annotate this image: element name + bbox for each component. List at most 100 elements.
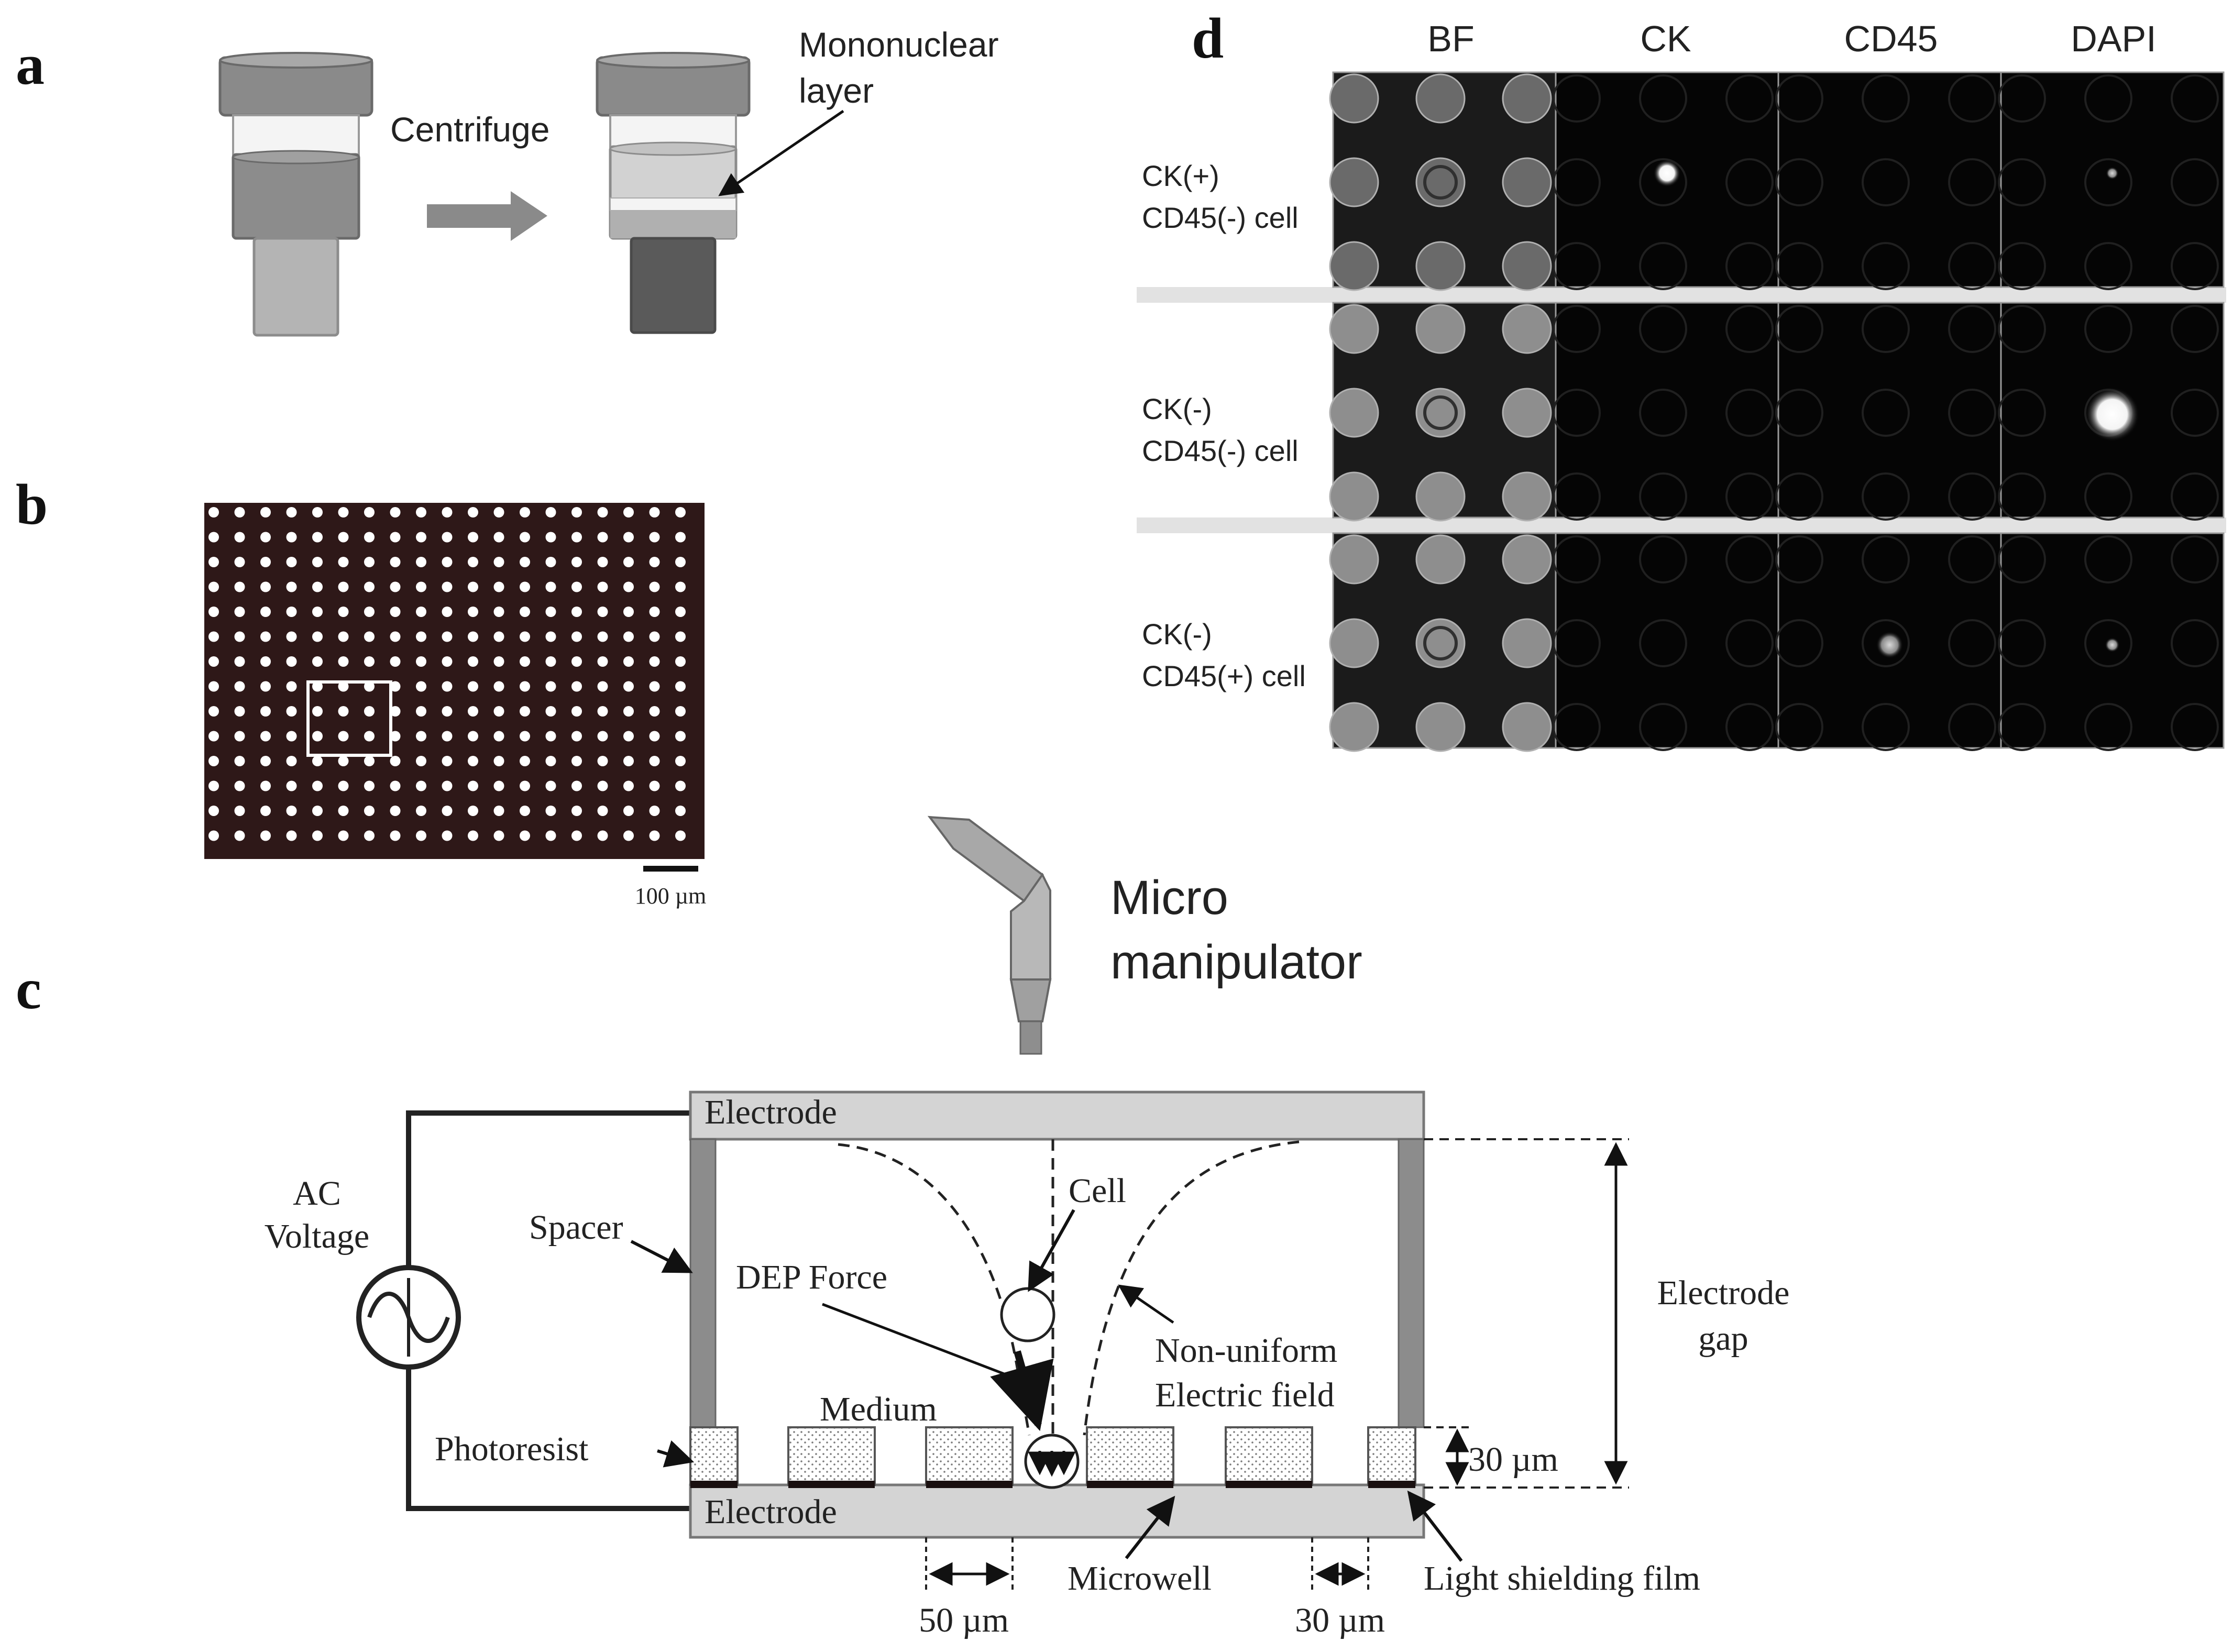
layer-label: layer bbox=[799, 71, 874, 110]
microwell-dot bbox=[675, 631, 686, 642]
microwell-dot bbox=[286, 656, 297, 667]
panel-c: c Micro manipulator AC Voltage Electrode… bbox=[16, 816, 1789, 1639]
microwell-dot bbox=[623, 656, 634, 667]
microwell-dot bbox=[623, 780, 634, 791]
fluorescence-well bbox=[1948, 703, 1996, 751]
microwell-dot bbox=[623, 731, 634, 742]
microwell-dot bbox=[597, 532, 608, 543]
bf-well bbox=[1415, 471, 1466, 522]
bf-well bbox=[1502, 73, 1552, 124]
microwell-dot bbox=[597, 607, 608, 617]
microwell-dot bbox=[364, 557, 375, 567]
microwell-dot bbox=[493, 607, 504, 617]
microwell-dot bbox=[208, 631, 219, 642]
fluorescence-well bbox=[2084, 472, 2132, 521]
microwell-dot bbox=[571, 656, 582, 667]
microwell-dot bbox=[286, 806, 297, 816]
microwell-dot bbox=[571, 631, 582, 642]
microwell-dot bbox=[520, 581, 530, 592]
fluorescence-well bbox=[2084, 242, 2132, 290]
microwell-dot bbox=[338, 532, 349, 543]
microwell-dot bbox=[597, 581, 608, 592]
microwell-dot bbox=[286, 756, 297, 766]
micrograph-cd45-row2 bbox=[1777, 302, 2002, 519]
microwell-dot bbox=[571, 681, 582, 692]
microwell-dot bbox=[520, 731, 530, 742]
fluorescence-well bbox=[1553, 389, 1601, 437]
microwell-dot bbox=[416, 631, 426, 642]
microwell-dot bbox=[571, 731, 582, 742]
microwell-dot bbox=[364, 507, 375, 517]
microwell-dot bbox=[675, 532, 686, 543]
microwell-dot bbox=[260, 631, 271, 642]
light-shielding-film bbox=[690, 1481, 1415, 1488]
fluorescence-well bbox=[1862, 389, 1910, 437]
bf-well bbox=[1502, 304, 1552, 354]
cell-pointer bbox=[1028, 1209, 1075, 1292]
microwell-dot bbox=[416, 507, 426, 517]
microwell-dot bbox=[338, 631, 349, 642]
electrode-gap-label-line2: gap bbox=[1698, 1319, 1748, 1358]
nonuniform-pointer bbox=[1118, 1284, 1174, 1324]
microwell-dot bbox=[520, 756, 530, 766]
microwell-dot bbox=[649, 631, 660, 642]
field-line-left bbox=[838, 1143, 1031, 1436]
cell-in-medium bbox=[1000, 1287, 1055, 1342]
photoresist-label: Photoresist bbox=[435, 1430, 588, 1468]
microwell-dot bbox=[390, 830, 401, 841]
microwell-dot bbox=[623, 756, 634, 766]
microwell-dot bbox=[390, 631, 401, 642]
fluorescence-well bbox=[1998, 305, 2046, 353]
microwell-dot bbox=[364, 731, 375, 742]
microwell-dot bbox=[208, 806, 219, 816]
microwell-dot bbox=[208, 607, 219, 617]
microwell-dot bbox=[312, 631, 323, 642]
column-header-cd45: CD45 bbox=[1844, 18, 1938, 59]
microwell-dot bbox=[208, 780, 219, 791]
fluorescence-well bbox=[2171, 619, 2219, 667]
fluorescence-well bbox=[1948, 305, 1996, 353]
microwell-dot bbox=[597, 780, 608, 791]
fluorescent-signal bbox=[1876, 631, 1904, 659]
microwell-dot bbox=[442, 706, 453, 717]
microwell-dot bbox=[597, 756, 608, 766]
microwell-dot bbox=[234, 557, 245, 567]
microwell-dot bbox=[468, 656, 478, 667]
microwell-dot bbox=[545, 780, 556, 791]
microwell-dot bbox=[493, 631, 504, 642]
fluorescence-well bbox=[2084, 535, 2132, 583]
fluorescence-well bbox=[1553, 74, 1601, 123]
microwell-dot bbox=[597, 706, 608, 717]
panel-a-letter: a bbox=[16, 32, 45, 96]
ac-label-line2: Voltage bbox=[265, 1217, 369, 1255]
manipulator-label-line2: manipulator bbox=[1110, 935, 1362, 989]
microwell-dot bbox=[442, 806, 453, 816]
microwell-dot bbox=[208, 756, 219, 766]
microwell-dot bbox=[675, 706, 686, 717]
micrograph-dapi-row1 bbox=[2000, 71, 2225, 288]
microwell-dot bbox=[468, 607, 478, 617]
microwell-dot bbox=[493, 656, 504, 667]
layer-pointer-arrow bbox=[718, 109, 844, 196]
fluorescence-well bbox=[1775, 703, 1823, 751]
microwell-dot bbox=[649, 681, 660, 692]
microwell-dot bbox=[520, 631, 530, 642]
microwell-dot bbox=[442, 507, 453, 517]
bf-well bbox=[1502, 702, 1552, 752]
microwell-dot bbox=[286, 507, 297, 517]
fluorescence-well bbox=[1725, 158, 1774, 206]
fluorescence-well bbox=[1553, 703, 1601, 751]
fluorescence-well bbox=[1725, 472, 1774, 521]
microwell-dot bbox=[390, 656, 401, 667]
microwell-dot bbox=[468, 731, 478, 742]
microwell-dot bbox=[468, 557, 478, 567]
microwell-dot bbox=[364, 581, 375, 592]
microwell-label: Microwell bbox=[1068, 1559, 1212, 1598]
microwell-dot bbox=[312, 731, 323, 742]
fluorescence-well bbox=[2084, 703, 2132, 751]
microwell-dot bbox=[597, 731, 608, 742]
microwell-dot bbox=[545, 756, 556, 766]
microwell-dot bbox=[649, 532, 660, 543]
microwell-dot bbox=[649, 581, 660, 592]
